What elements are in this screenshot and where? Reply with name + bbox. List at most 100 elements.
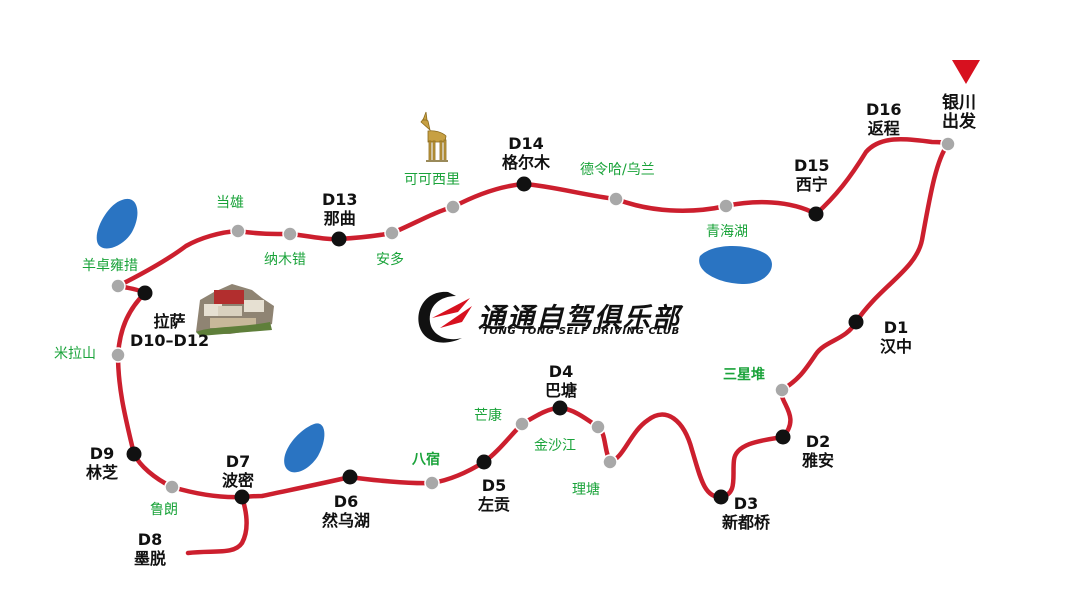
stop-day: D2: [805, 432, 831, 451]
stop-label-d7: D7 波密: [222, 452, 254, 490]
route-line-medog: [185, 494, 249, 556]
stop-day: D15: [794, 156, 830, 175]
waypoint-label-qinghaihu: 青海湖: [706, 224, 748, 240]
waypoint-label-yamdrok: 羊卓雍措: [82, 258, 138, 274]
waypoint-label-delingha: 德令哈/乌兰: [580, 162, 655, 178]
stop-day: D10–D12: [130, 331, 210, 350]
stop-label-d6: D6 然乌湖: [322, 492, 370, 530]
stop-place: 波密: [222, 471, 255, 490]
stop-place: 拉萨: [153, 312, 186, 331]
stop-place: 雅安: [802, 451, 835, 470]
waypoint-dot-dangxiong[interactable]: [230, 223, 246, 239]
waypoint-label-anduo: 安多: [376, 252, 404, 268]
stop-dot-d6[interactable]: [342, 469, 358, 485]
waypoint-dot-yamdrok[interactable]: [110, 278, 126, 294]
waypoint-label-basu: 八宿: [412, 452, 440, 468]
waypoint-dot-kekexili[interactable]: [445, 199, 461, 215]
stop-day: D7: [225, 452, 251, 471]
stop-dot-lhasa[interactable]: [137, 285, 153, 301]
stop-dot-d9[interactable]: [126, 446, 142, 462]
waypoint-label-mangkang: 芒康: [474, 408, 502, 424]
stop-dot-d1[interactable]: [848, 314, 864, 330]
waypoint-dots: [110, 136, 956, 495]
major-stop-dots: [126, 176, 864, 505]
start-marker-icon: [952, 60, 980, 84]
waypoint-label-litang: 理塘: [572, 482, 600, 498]
stop-day: D1: [883, 318, 909, 337]
stop-day: D8: [137, 530, 163, 549]
swoosh-logo-icon: [418, 291, 472, 343]
stop-place: 巴塘: [545, 381, 578, 400]
stop-place: 林芝: [86, 463, 119, 482]
lake-qinghaihu-icon: [699, 246, 772, 284]
stop-label-d3: D3 新都桥: [722, 494, 770, 532]
waypoint-dot-mangkang[interactable]: [514, 416, 530, 432]
waypoint-label-sanxingdui: 三星堆: [723, 367, 765, 383]
stop-dot-d4[interactable]: [552, 400, 568, 416]
stop-day: D4: [548, 362, 574, 381]
waypoint-dot-sanxingdui[interactable]: [774, 382, 790, 398]
stop-day: D6: [333, 492, 359, 511]
stop-label-d8: D8 墨脱: [134, 530, 166, 568]
start-label-line1: 银川: [942, 93, 976, 113]
stop-label-d14: D14 格尔木: [502, 134, 550, 172]
stop-place: 那曲: [323, 209, 356, 228]
stop-dot-d7[interactable]: [234, 489, 250, 505]
club-name-english: TONG TONG SELF DRIVING CLUB: [482, 326, 680, 337]
stop-dot-d14[interactable]: [516, 176, 532, 192]
stop-label-d1: D1 汉中: [880, 318, 912, 356]
stop-label-d4: D4 巴塘: [545, 362, 577, 400]
start-label: 银川 出发: [942, 94, 976, 132]
stop-place: 西宁: [795, 175, 828, 194]
stop-dot-d3[interactable]: [713, 489, 729, 505]
waypoint-label-dangxiong: 当雄: [216, 195, 244, 211]
stop-place: 然乌湖: [322, 511, 371, 530]
waypoint-dot-anduo[interactable]: [384, 225, 400, 241]
stop-label-d16: D16 返程: [866, 100, 902, 138]
stop-day: D13: [322, 190, 358, 209]
stop-label-d5: D5 左贡: [478, 476, 510, 514]
stop-dot-d15[interactable]: [808, 206, 824, 222]
stop-dot-d2[interactable]: [775, 429, 791, 445]
lake-yamdrok-icon: [96, 198, 138, 249]
waypoint-dot-basu[interactable]: [424, 475, 440, 491]
waypoint-dot-start[interactable]: [940, 136, 956, 152]
waypoint-dot-milashan[interactable]: [110, 347, 126, 363]
waypoint-dot-jinshajiang[interactable]: [590, 419, 606, 435]
stop-day: D3: [733, 494, 759, 513]
waypoint-label-jinshajiang: 金沙江: [534, 438, 576, 454]
waypoint-dot-qinghaihu[interactable]: [718, 198, 734, 214]
waypoint-dot-lulang[interactable]: [164, 479, 180, 495]
stop-place: 汉中: [880, 337, 913, 356]
waypoint-dot-delingha[interactable]: [608, 191, 624, 207]
stop-place: 左贡: [478, 495, 511, 514]
stop-day: D5: [481, 476, 507, 495]
stop-day: D16: [866, 100, 902, 119]
antelope-icon: [420, 111, 448, 162]
stop-day: D9: [89, 444, 115, 463]
stop-label-d13: D13 那曲: [322, 190, 358, 228]
waypoint-dot-namucuo[interactable]: [282, 226, 298, 242]
stop-day: D14: [508, 134, 544, 153]
stop-place: 墨脱: [134, 549, 167, 568]
stop-place: 新都桥: [722, 513, 771, 532]
waypoint-dot-litang[interactable]: [602, 454, 618, 470]
potala-palace-icon: [196, 284, 274, 336]
lake-ranwu-icon: [284, 423, 325, 473]
stop-label-d9: D9 林芝: [86, 444, 118, 482]
waypoint-label-lulang: 鲁朗: [150, 502, 178, 518]
waypoint-label-milashan: 米拉山: [54, 346, 96, 362]
stop-dot-d5[interactable]: [476, 454, 492, 470]
start-label-line2: 出发: [942, 112, 976, 132]
stop-label-lhasa: 拉萨 D10–D12: [130, 312, 209, 350]
stop-label-d15: D15 西宁: [794, 156, 830, 194]
stop-label-d2: D2 雅安: [802, 432, 834, 470]
waypoint-label-namucuo: 纳木错: [264, 252, 306, 268]
stop-place: 返程: [867, 119, 900, 138]
stop-dot-d13[interactable]: [331, 231, 347, 247]
waypoint-label-kekexili: 可可西里: [404, 172, 460, 188]
stop-place: 格尔木: [502, 153, 551, 172]
club-name: 通通自驾俱乐部: [478, 303, 681, 334]
